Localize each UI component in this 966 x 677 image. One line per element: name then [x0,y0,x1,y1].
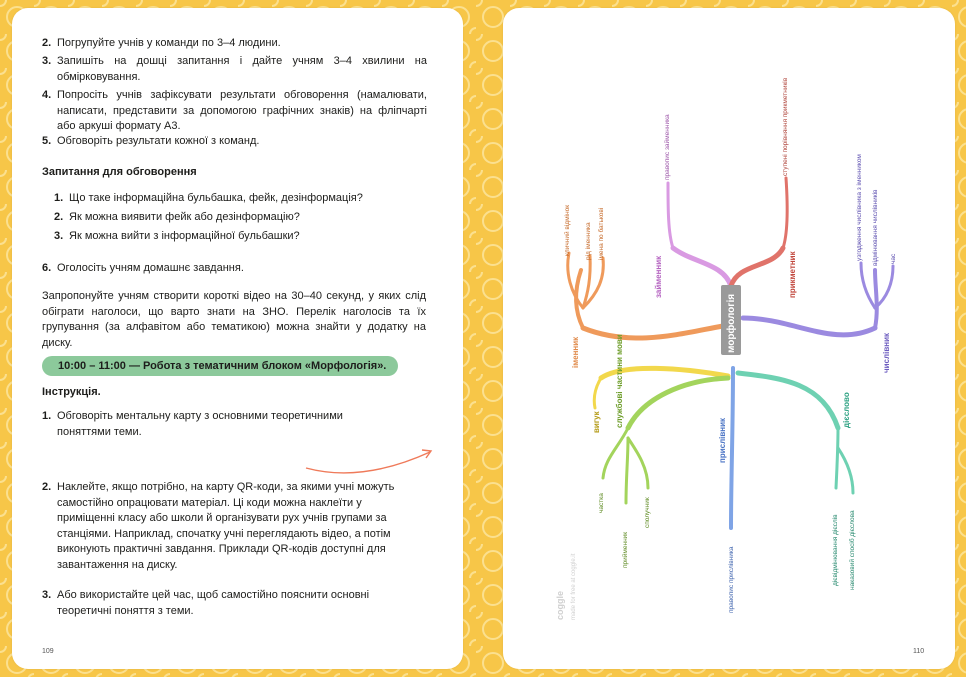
question-number: 2. [54,211,64,223]
leaf-label: наказовий спосіб дієслова [848,510,856,590]
left-page: 2. Погрупуйте учнів у команди по 3–4 люд… [12,8,463,669]
mindmap-center-label: морфологія [725,294,737,353]
question-text: Що таке інформаційна бульбашка, фейк, де… [69,192,363,204]
leaf-label: сполучник [644,497,651,528]
step-text: Попросіть учнів зафіксувати результати о… [57,89,427,132]
instruction-text: Обговоріть ментальну карту з основними т… [57,410,343,438]
branch-diieslovo: дієслово [842,392,851,428]
leaf-label: дієвідмінювання дієслів [831,514,839,586]
leaf-label: ступені порівняння прикметників [781,77,789,176]
step-text: Обговоріть результати кожної з команд. [57,135,260,147]
step-number: 6. [42,262,52,274]
homework-paragraph: Запропонуйте учням створити короткі віде… [42,290,426,349]
branch-pryslivnyk: прислівник [718,417,727,463]
right-page: морфологія іменник кличний відмінок рід … [503,8,955,669]
question-text: Як можна виявити фейк або дезінформацію? [69,211,300,223]
leaf-label: правопис займенника [663,114,671,180]
step-text: Запишіть на дошці запитання і дайте учня… [57,55,427,83]
leaf-label: відмінювання числівників [871,189,879,266]
leaf-label: прийменник [621,532,629,568]
instruction-text: Наклейте, якщо потрібно, на карту QR-код… [57,481,395,571]
question-number: 1. [54,192,64,204]
instruction-number: 3. [42,589,52,601]
branch-chyslivnyk: числівник [882,332,891,373]
mind-map: морфологія іменник кличний відмінок рід … [555,77,897,620]
step-number: 3. [42,55,52,67]
step-text: Погрупуйте учнів у команди по 3–4 людини… [57,37,281,49]
step-number: 2. [42,37,52,49]
watermark-text: made for free at coggle.it [571,553,577,620]
step-text: Оголосіть учням домашнє завдання. [57,262,244,274]
page-number: 110 [913,648,925,655]
step-number: 4. [42,89,52,101]
branch-prykmetnyk: прикметник [788,250,797,298]
coggle-logo: coggle [555,591,565,620]
questions-heading: Запитання для обговорення [42,166,197,178]
leaf-label: кличний відмінок [563,205,571,256]
instruction-heading: Інструкція. [42,386,101,398]
leaf-label: рід іменника [584,222,592,260]
leaf-label: час [890,253,897,264]
leaf-label: узгодження числівника з іменником [855,154,863,261]
session-pill: 10:00 – 11:00 — Робота з тематичним блок… [42,356,398,376]
branch-vyhuk: вигук [592,410,601,433]
question-text: Як можна вийти з інформаційної бульбашки… [69,230,300,242]
question-number: 3. [54,230,64,242]
leaf-label: імена по батькові [597,208,605,260]
branch-zaimennyk: займенник [654,255,663,298]
mindmap-center-node [721,285,741,355]
instruction-text: Або використайте цей час, щоб самостійно… [57,589,370,617]
page-number: 109 [42,648,54,655]
instruction-number: 1. [42,410,52,422]
arrow-icon [305,449,433,474]
leaf-label: правопис прислівника [727,546,735,613]
branch-imennyk: іменник [571,336,580,368]
step-number: 5. [42,135,52,147]
instruction-number: 2. [42,481,52,493]
leaf-label: частка [598,493,605,513]
branch-sluzhbovi: службові частини мови [615,334,624,428]
